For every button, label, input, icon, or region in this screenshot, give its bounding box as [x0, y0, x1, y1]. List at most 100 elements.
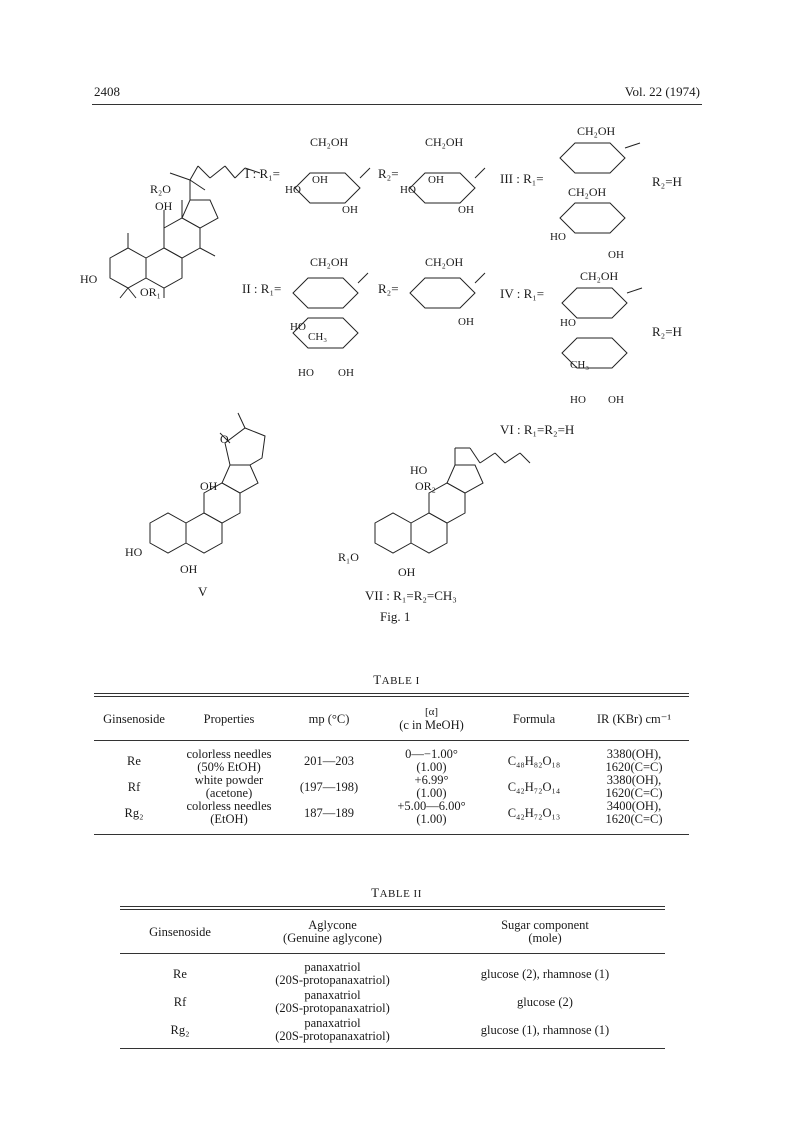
fig-atom-ho-V: HO — [125, 545, 143, 559]
fig-atom-r2o: R₂O — [150, 182, 171, 196]
steroid-skeleton-VII — [374, 447, 531, 554]
table2: Ginsenoside Aglycone(Genuine aglycone) S… — [120, 914, 665, 950]
table1-cell-alpha: +6.99°(1.00) — [374, 774, 489, 800]
table2-ag1: panaxatriol — [304, 988, 361, 1002]
table1-ir1: 3380(OH), — [606, 747, 662, 761]
fig-atom-oh-7: OH — [458, 316, 474, 328]
sugar-ring-II-R1 — [292, 272, 369, 349]
table1-prop2: (acetone) — [205, 786, 253, 800]
table2-body: Re panaxatriol(20S-protopanaxatriol) glu… — [120, 960, 665, 1044]
label-II-r2: R₂= — [378, 281, 399, 296]
fig-atom-ch3-2: CH₃ — [570, 359, 589, 371]
table1-bottom-rule — [94, 834, 689, 835]
table1-top-rule — [94, 693, 689, 697]
table-row: Rg₂ panaxatriol(20S-protopanaxatriol) gl… — [120, 1016, 665, 1044]
table-row: Rf white powder(acetone) (197—198) +6.99… — [94, 774, 689, 800]
table1-caption: TABLE I — [0, 672, 793, 688]
table1-alpha1: +5.00—6.00° — [397, 799, 466, 813]
fig-atom-oh-V2: OH — [180, 562, 198, 576]
table2-ag1: panaxatriol — [304, 960, 361, 974]
sugar-ring-II-R2 — [409, 272, 486, 309]
steroid-skeleton-V — [149, 412, 266, 554]
page-number: 2408 — [94, 84, 120, 99]
table2-ag2: (20S-protopanaxatriol) — [275, 1001, 390, 1015]
table1-prop1: colorless needles — [186, 747, 272, 761]
fig-atom-oh-8: OH — [608, 394, 624, 406]
fig-atom-ch3: CH₃ — [308, 331, 327, 343]
table1-cell-properties: colorless needles(50% EtOH) — [174, 748, 284, 774]
table2-cell-aglycone: panaxatriol(20S-protopanaxatriol) — [240, 960, 425, 988]
fig-atom-ch2oh-6: CH₂OH — [425, 255, 464, 269]
fig-atom-or1: OR₁ — [140, 285, 161, 299]
table1-cell-mp: 187—189 — [304, 805, 354, 820]
table1-caption-prefix: T — [373, 672, 382, 687]
table1-ir2: 1620(C=C) — [605, 812, 663, 826]
table2-cell-name: Re — [173, 966, 187, 981]
table1-alpha2: (1.00) — [416, 812, 447, 826]
table-row: Rf panaxatriol(20S-protopanaxatriol) glu… — [120, 988, 665, 1016]
table2-caption: TABLE II — [0, 885, 793, 901]
steroid-skeleton-I-IV — [109, 165, 261, 299]
sugar-ring-III-R1 — [559, 142, 641, 234]
fig-atom-or2: OR₂ — [415, 479, 436, 493]
figure-1: HO OR₁ R₂O OH I : R₁= CH₂OH OH HO OH R₂=… — [80, 124, 682, 624]
table1-prop1: colorless needles — [186, 799, 272, 813]
table2-cell-name: Rf — [173, 994, 187, 1009]
table2-cell-name: Rg₂ — [170, 1022, 190, 1037]
fig-atom-oh-VII: OH — [398, 565, 416, 579]
table1-header: Properties — [203, 711, 255, 726]
table1-ir1: 3400(OH), — [606, 799, 662, 813]
fig-atom-ho-3: HO — [550, 231, 566, 243]
fig-atom-ho-1: HO — [285, 184, 301, 196]
table2-cell-sugar: glucose (2) — [517, 994, 573, 1009]
table1-header-alpha-bottom: (c in MeOH) — [399, 718, 464, 732]
fig-atom-ho-main: HO — [80, 272, 98, 286]
table1-header: mp (°C) — [308, 711, 350, 726]
table2-caption-prefix: T — [371, 885, 380, 900]
table2-header-sugar: Sugar component(mole) — [425, 914, 665, 950]
fig-atom-ho-VII: HO — [410, 463, 428, 477]
table1-alpha1: 0—−1.00° — [405, 747, 458, 761]
figure-caption: Fig. 1 — [380, 609, 410, 624]
table1-cell-properties: white powder(acetone) — [174, 774, 284, 800]
table1-alpha2: (1.00) — [416, 786, 447, 800]
fig-atom-ch2oh-5: CH₂OH — [310, 255, 349, 269]
table1-prop1: white powder — [194, 773, 264, 787]
table2-ag2: (20S-protopanaxatriol) — [275, 973, 390, 987]
label-III: III : R₁= — [500, 171, 544, 186]
table1-header: Formula — [512, 711, 556, 726]
table1-cell-name: Rg₂ — [124, 805, 144, 820]
fig-atom-ch2oh-4: CH₂OH — [568, 185, 607, 199]
volume-label: Vol. 22 (1974) — [624, 84, 700, 99]
table1-cell-name: Re — [127, 753, 141, 768]
table1-caption-rest: ABLE I — [381, 675, 420, 687]
table1-cell-ir: 3400(OH),1620(C=C) — [579, 800, 689, 826]
label-II: II : R₁= — [242, 281, 281, 296]
fig-atom-o-V: O — [220, 432, 229, 446]
fig-atom-oh-4: OH — [458, 204, 474, 216]
table2-header-sugar-top: Sugar component — [501, 918, 589, 932]
table1-cell-ir: 3380(OH),1620(C=C) — [579, 748, 689, 774]
label-V: V — [198, 584, 208, 599]
table1-cell-alpha: 0—−1.00°(1.00) — [374, 748, 489, 774]
table2-ag1: panaxatriol — [304, 1016, 361, 1030]
table1-alpha1: +6.99° — [414, 773, 449, 787]
fig-atom-oh-6: OH — [338, 367, 354, 379]
table1-cell-mp: 201—203 — [304, 753, 354, 768]
table2-cell-aglycone: panaxatriol(20S-protopanaxatriol) — [240, 1016, 425, 1044]
table1: Ginsenoside Properties mp (°C) [α] (c in… — [94, 702, 689, 736]
table2-header-row: Ginsenoside Aglycone(Genuine aglycone) S… — [120, 914, 665, 950]
table1-cell-alpha: +5.00—6.00°(1.00) — [374, 800, 489, 826]
label-IV-r2: R₂=H — [652, 324, 682, 339]
table2-cell-sugar: glucose (1), rhamnose (1) — [480, 1022, 610, 1037]
table1-cell-name: Rf — [127, 779, 141, 794]
table1-body: Re colorless needles(50% EtOH) 201—203 0… — [94, 748, 689, 826]
fig-atom-ch2oh-1: CH₂OH — [310, 135, 349, 149]
table2-ag2: (20S-protopanaxatriol) — [275, 1029, 390, 1043]
fig-atom-oh-5: OH — [608, 249, 624, 261]
label-VII: VII : R₁=R₂=CH₃ — [365, 588, 457, 603]
sugar-ring-IV-R1 — [561, 287, 643, 369]
label-I-r2: R₂= — [378, 166, 399, 181]
table2-header-ginsenoside: Ginsenoside — [149, 924, 211, 939]
label-I: I : R₁= — [245, 166, 280, 181]
